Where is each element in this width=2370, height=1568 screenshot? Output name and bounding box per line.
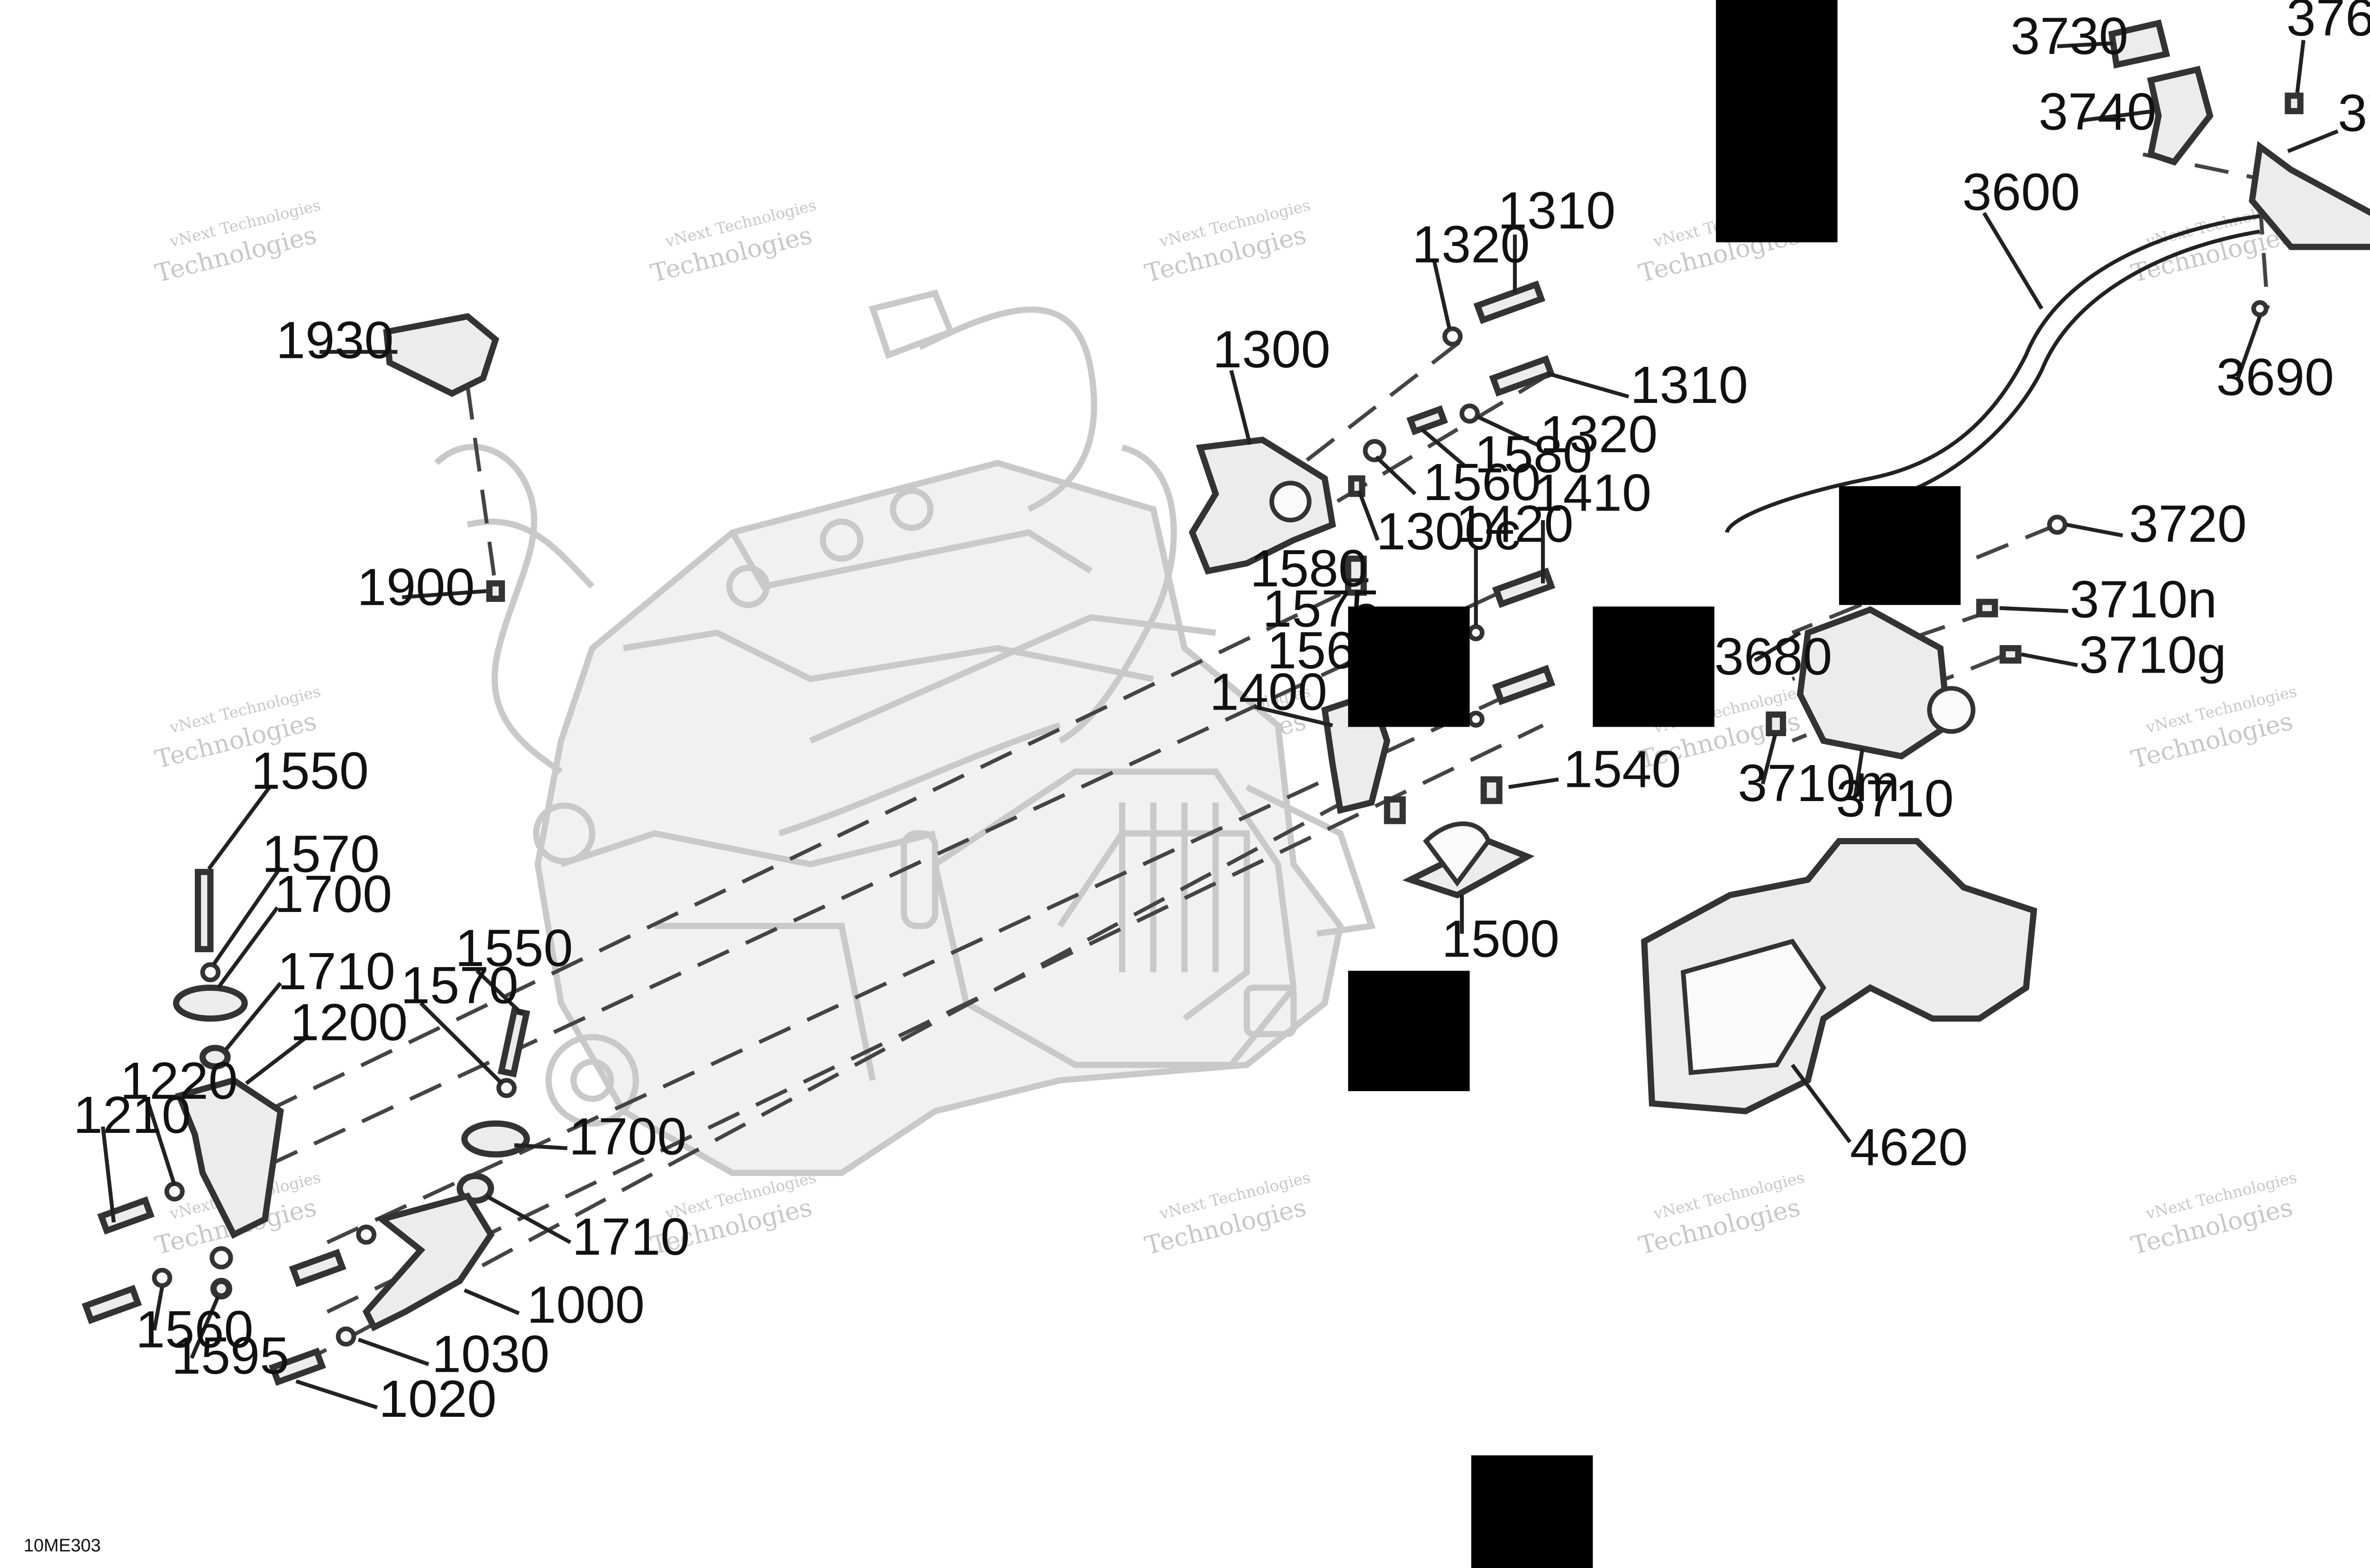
redaction-block [1593, 606, 1714, 727]
callout-1560: 1560 [136, 1300, 254, 1358]
callout-3760: 3760 [2287, 0, 2370, 47]
callout-1700: 1700 [274, 865, 392, 923]
callout-1220: 1220 [120, 1051, 238, 1110]
callout-3710m: 3710m [1738, 753, 1900, 812]
engine-ghost-illustration [434, 289, 1376, 1176]
callout-1410: 1410 [1533, 463, 1651, 522]
callout-1030: 1030 [432, 1324, 550, 1383]
callout-1540: 1540 [1563, 739, 1681, 798]
callout-3720: 3720 [2129, 494, 2247, 553]
callout-1420: 1420 [1456, 494, 1574, 553]
redaction-block [1471, 1455, 1593, 1568]
callout-3710g: 3710g [2079, 625, 2226, 684]
callout-3600: 3600 [1962, 162, 2080, 221]
callout-1320: 1320 [1412, 215, 1530, 273]
callout-4620: 4620 [1850, 1118, 1968, 1176]
callout-1400: 1400 [1210, 662, 1328, 721]
callout-1570: 1570 [401, 956, 519, 1014]
callout-1300: 1300 [1212, 319, 1331, 378]
parts-illustration [82, 19, 2370, 1386]
callout-1320: 1320 [1540, 404, 1658, 463]
callout-1300c: 1300c [1376, 502, 1521, 561]
redaction-block [1348, 970, 1470, 1091]
callout-1570: 1570 [262, 824, 380, 883]
part-callouts: 1930 1900 1300 1310 1320 1310 1320 1580 … [73, 0, 2370, 1428]
callout-1550: 1550 [455, 919, 573, 977]
redaction-block [1839, 486, 1961, 605]
callout-1000: 1000 [527, 1275, 645, 1334]
callout-1900: 1900 [357, 557, 475, 616]
redaction-block [1348, 606, 1470, 727]
diagram-reference-code: 10ME303 [24, 1536, 101, 1556]
callout-1310: 1310 [1630, 355, 1748, 414]
callout-1580: 1580 [1474, 425, 1592, 483]
callout-1550: 1550 [251, 741, 369, 800]
leader-lines [100, 40, 2339, 1410]
callout-1020: 1020 [379, 1369, 497, 1428]
callout-1700: 1700 [569, 1107, 687, 1166]
callout-1310: 1310 [1498, 181, 1616, 239]
callout-3710: 3710 [1836, 769, 1954, 828]
callout-3730: 3730 [2011, 6, 2129, 65]
callout-1210: 1210 [73, 1085, 191, 1144]
callout-3690: 3690 [2216, 347, 2334, 406]
callout-1710: 1710 [572, 1207, 690, 1266]
callout-1580: 1580 [1250, 539, 1368, 598]
callout-3750: 3750 [2338, 83, 2370, 142]
callout-3740: 3740 [2039, 82, 2157, 141]
callout-1595: 1595 [172, 1326, 290, 1385]
callout-3680: 3680 [1714, 627, 1832, 685]
redaction-blocks [1348, 0, 1961, 1568]
callout-1200: 1200 [290, 993, 408, 1051]
redaction-block [1716, 0, 1838, 243]
callout-3710n: 3710n [2069, 570, 2217, 629]
callout-1930: 1930 [276, 310, 394, 369]
callout-1560: 1560 [1423, 452, 1541, 511]
callout-1710: 1710 [277, 942, 395, 1001]
callout-1500: 1500 [1441, 909, 1559, 968]
